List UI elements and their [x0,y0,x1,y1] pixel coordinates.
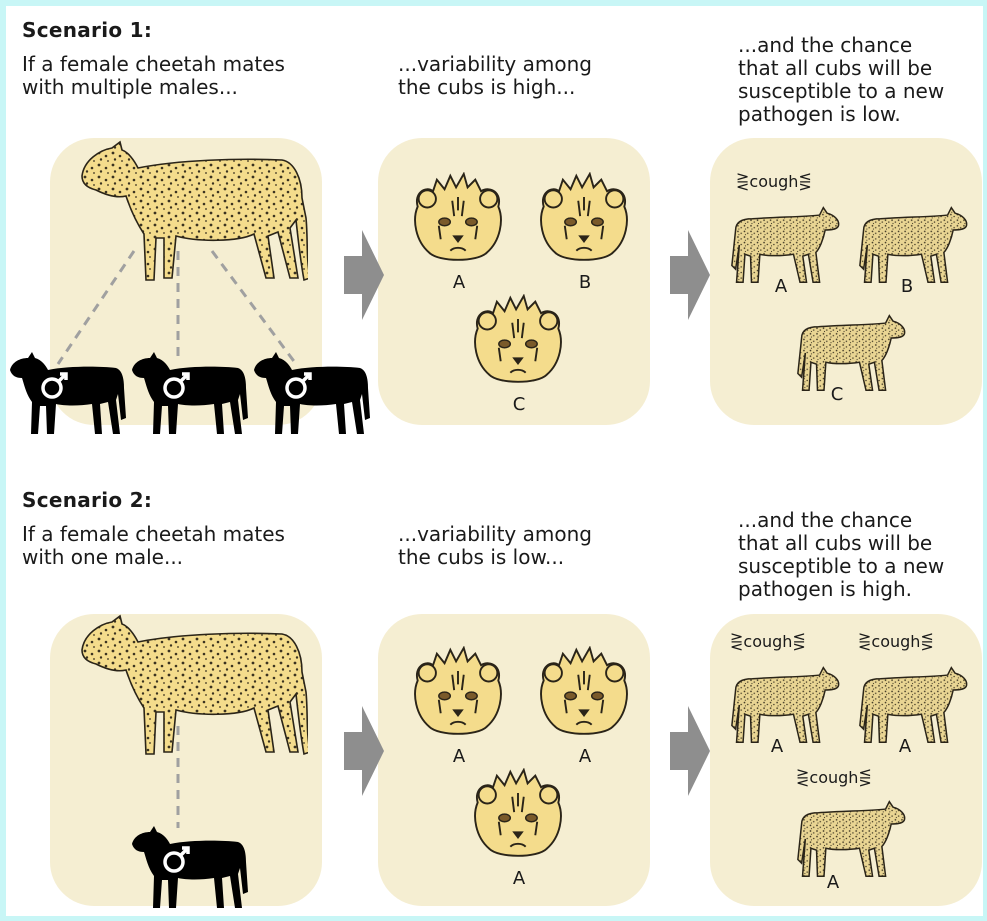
female-cheetah-icon [68,612,308,762]
cub-face-icon [470,768,566,864]
cub-face-icon [410,646,506,742]
young-cheetah-icon [858,662,970,746]
male-cheetah-icon [130,822,250,912]
cub-face-icon [536,646,632,742]
adult-label: A [762,736,792,757]
diagram-canvas: Scenario 1: If a female cheetah mates wi… [6,6,983,916]
cub-label: A [504,868,534,889]
cub-label: A [444,746,474,767]
adult-label: A [890,736,920,757]
arrow-right-icon [344,706,384,796]
young-cheetah-icon [796,796,908,880]
young-cheetah-icon [730,662,842,746]
arrow-right-icon [670,706,710,796]
cough-label: ⋛cough⋚ [730,632,806,651]
cough-label: ⋛cough⋚ [796,768,872,787]
cough-label: ⋛cough⋚ [858,632,934,651]
cub-label: A [570,746,600,767]
adult-label: A [818,872,848,893]
